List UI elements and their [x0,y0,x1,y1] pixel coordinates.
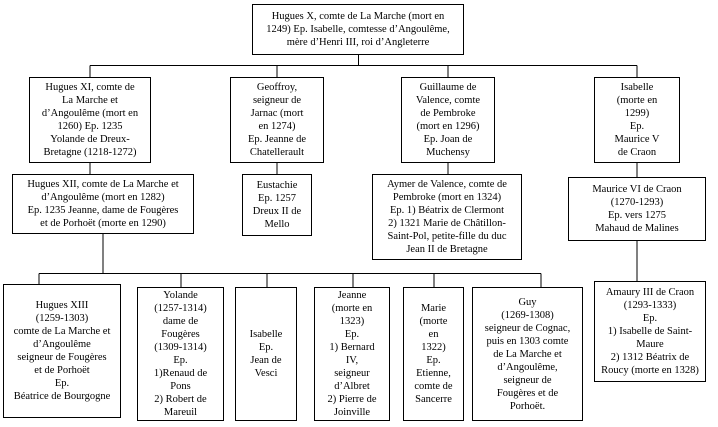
node-jeanne: Jeanne (morte en 1323) Ep. 1) Bernard IV… [314,287,390,421]
node-aymer: Aymer de Valence, comte de Pembroke (mor… [372,174,522,260]
node-isabelle-vesci: Isabelle Ep. Jean de Vesci [235,287,297,421]
node-hugues-xi: Hugues XI, comte de La Marche et d’Angou… [29,77,151,163]
node-hugues-xii: Hugues XII, comte de La Marche et d’Ango… [12,174,194,234]
node-isabelle-daughter: Isabelle (morte en 1299) Ep. Maurice V d… [594,77,680,163]
node-yolande: Yolande (1257-1314) dame de Fougères (13… [137,287,224,421]
node-maurice-vi: Maurice VI de Craon (1270-1293) Ep. vers… [568,177,706,241]
node-eustachie: Eustachie Ep. 1257 Dreux II de Mello [242,174,312,236]
node-marie: Marie (morte en 1322) Ep. Etienne, comte… [403,287,464,421]
node-guy: Guy (1269-1308) seigneur de Cognac, puis… [472,287,583,421]
node-hugues-xiii: Hugues XIII (1259-1303) comte de La Marc… [3,284,121,418]
node-geoffroy: Geoffroy, seigneur de Jarnac (mort en 12… [230,77,324,163]
node-hugues-x: Hugues X, comte de La Marche (mort en 12… [252,4,464,55]
node-amaury: Amaury III de Craon (1293-1333) Ep. 1) I… [594,281,706,382]
node-guillaume: Guillaume de Valence, comte de Pembroke … [401,77,495,163]
